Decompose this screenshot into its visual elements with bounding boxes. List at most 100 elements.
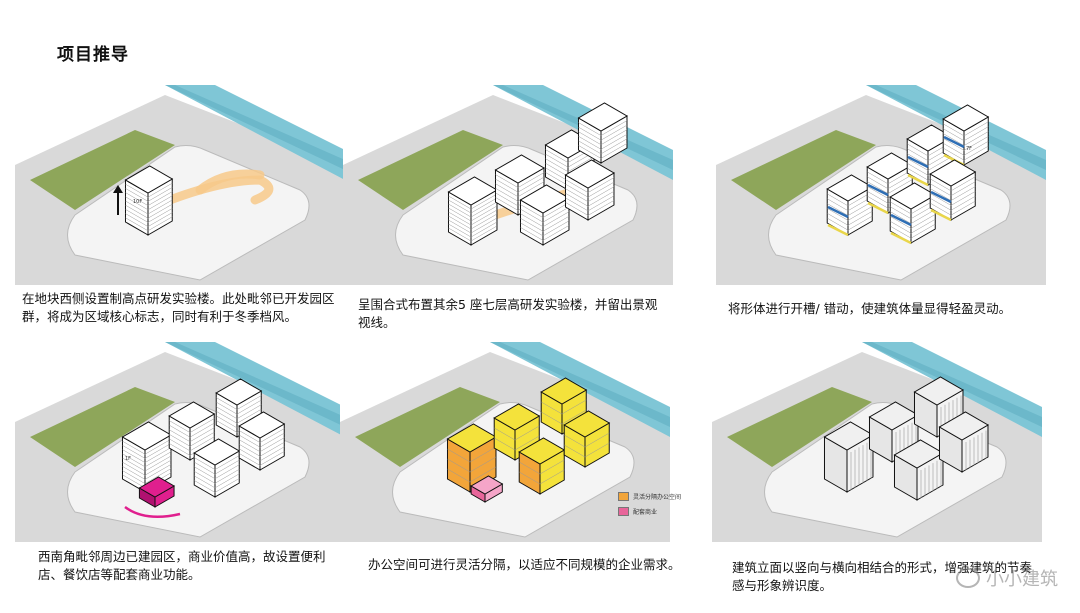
floor-line (565, 183, 589, 198)
box-top-face (493, 403, 541, 431)
floor-line (169, 424, 191, 438)
floor-line (890, 206, 912, 219)
diagram-panel-5 (340, 342, 670, 542)
slot-blue (867, 183, 889, 197)
river-edge (165, 85, 345, 170)
floor-line (517, 172, 545, 188)
diagram-panel-3: 7F (716, 85, 1046, 285)
floor-line (520, 218, 544, 232)
floor-line (169, 443, 191, 456)
box-top-face (889, 182, 937, 210)
floor-line (494, 437, 516, 451)
wind-arrow (195, 169, 265, 195)
floor-line (827, 217, 849, 231)
legend: 灵活分隔办公空间 配套商业 (618, 492, 681, 522)
box-top-face (913, 376, 964, 406)
floor-line (147, 195, 173, 211)
floor-line (584, 432, 610, 448)
box-top-face (446, 423, 497, 453)
floor-line (122, 440, 146, 455)
floor-line (541, 401, 563, 415)
box-top-face (938, 411, 989, 441)
office-block (518, 437, 566, 495)
floor-line (943, 133, 965, 146)
floor-line (514, 435, 540, 451)
floor-line (259, 437, 285, 452)
floor-line (259, 442, 285, 457)
wechat-icon (956, 568, 980, 588)
floor-line (144, 464, 172, 480)
floor-line (930, 198, 952, 211)
box-top-face (540, 377, 588, 405)
floor-line (216, 401, 238, 415)
floor-line (519, 461, 541, 475)
floor-line (125, 209, 149, 223)
floor-line (600, 134, 628, 150)
box-top-face (447, 176, 498, 206)
floor-line (448, 211, 472, 226)
box-top-face (238, 411, 286, 439)
floor-line (236, 399, 262, 415)
slot-yellow (907, 173, 929, 187)
rd-building (168, 401, 216, 461)
floor-line (448, 199, 472, 214)
floor-line (216, 415, 238, 429)
floor-line (930, 183, 952, 196)
floor-line (910, 219, 936, 234)
floor-line (259, 428, 285, 443)
floor-line (950, 176, 976, 192)
floor-line (910, 214, 936, 229)
river (165, 85, 345, 180)
floor-line (194, 466, 216, 479)
slot-blue (827, 205, 849, 219)
diagram-panel-1: 10F (15, 85, 345, 285)
floor-line (907, 167, 929, 181)
floor-line (519, 471, 541, 485)
floor-line (447, 448, 471, 463)
caption-4: 西南角毗邻周边已建园区，商业价值高，故设置便利店、餐饮店等配套商业功能。 (38, 549, 326, 582)
floor-line (214, 473, 240, 489)
floor-line (587, 195, 615, 212)
floor-line (169, 420, 191, 433)
floor-line (125, 204, 149, 219)
floor-line (545, 149, 569, 163)
buildings (823, 376, 989, 501)
floor-line (447, 468, 471, 483)
floor-line (827, 198, 849, 211)
floor-line (539, 469, 565, 485)
floor-line (147, 212, 173, 227)
floor-line (125, 200, 149, 215)
buildings: 10F (113, 165, 274, 236)
floor-line (520, 213, 544, 227)
floor-line (495, 183, 519, 197)
slot-blue (930, 190, 952, 204)
floor-line (147, 216, 173, 232)
commercial-block (138, 476, 176, 508)
floor-line (867, 176, 889, 189)
floor-line (495, 174, 519, 188)
floor-line (867, 186, 889, 199)
legend-swatch-office (618, 492, 629, 501)
floor-line (578, 145, 602, 159)
floor-line (495, 188, 519, 202)
floor-line (561, 399, 587, 415)
floor-line (169, 438, 191, 452)
floor-line (578, 136, 602, 150)
slot-yellow (930, 208, 952, 222)
commercial-block (470, 475, 504, 503)
floor-line (214, 459, 240, 475)
floor-line (514, 425, 540, 441)
facade-building (823, 421, 874, 493)
floor-line (216, 420, 238, 433)
box-top-face (868, 401, 919, 431)
box-top-face (866, 152, 914, 180)
floor-line (517, 176, 545, 193)
floor-line (542, 225, 570, 241)
floor-line (930, 193, 952, 206)
floor-line (867, 181, 889, 194)
floor-line (587, 177, 615, 193)
floor-line (827, 193, 849, 207)
facade-building (938, 411, 989, 473)
floor-line (495, 192, 519, 207)
floor-line (147, 191, 173, 206)
